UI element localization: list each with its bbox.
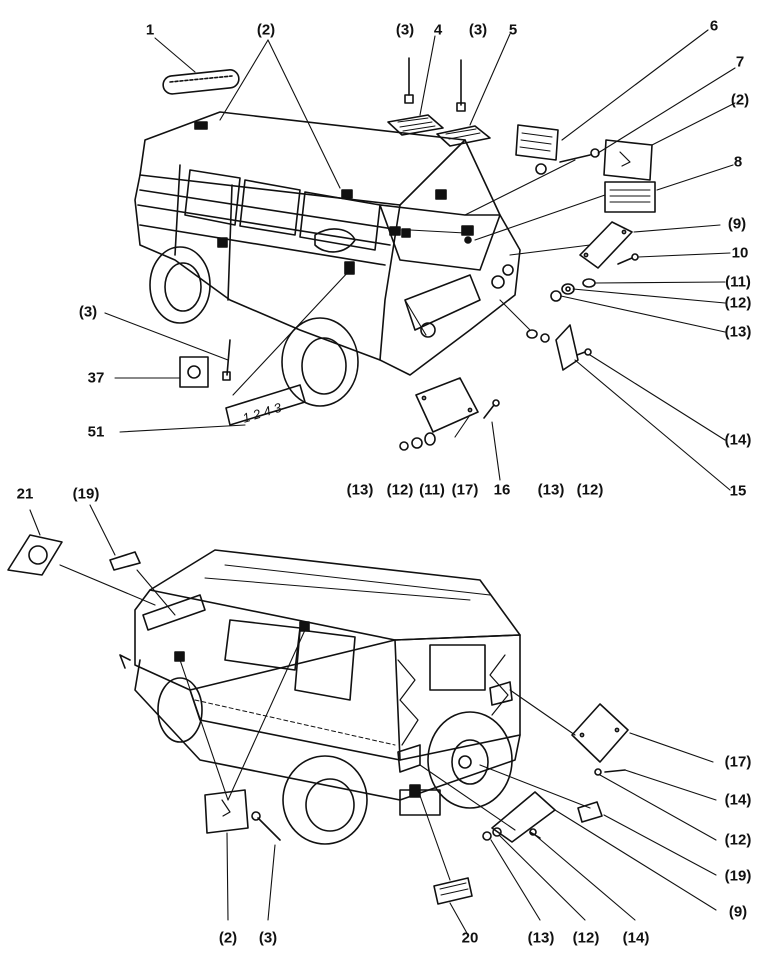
callout-13-b2: (13)	[537, 481, 565, 499]
callout-12-b2: (12)	[576, 481, 604, 499]
callout-2-c: (2)	[218, 929, 238, 947]
callout-3-c: (3)	[78, 303, 98, 321]
callout-20: 20	[461, 929, 479, 947]
callout-3-b: (3)	[468, 21, 488, 39]
callout-13-c: (13)	[527, 929, 555, 947]
callout-5: 5	[508, 21, 518, 39]
bottom-leaders	[29, 504, 717, 936]
top-vehicle	[134, 111, 521, 407]
callout-3-a: (3)	[395, 21, 415, 39]
callout-13-b1: (13)	[346, 481, 374, 499]
callout-21: 21	[16, 485, 34, 503]
callout-17-c: (17)	[724, 753, 752, 771]
callout-12-b1: (12)	[386, 481, 414, 499]
callout-1: 1	[145, 21, 155, 39]
number-plate-text: 1 2 4 3	[241, 400, 284, 426]
bottom-parts	[7, 534, 629, 905]
callout-2-a: (2)	[256, 21, 276, 39]
callout-14-c: (14)	[724, 791, 752, 809]
top-leaders	[104, 29, 736, 491]
callout-3-d: (3)	[258, 929, 278, 947]
callout-12: (12)	[724, 294, 752, 312]
callout-8: 8	[733, 153, 743, 171]
callout-6: 6	[709, 17, 719, 35]
callout-37: 37	[87, 369, 105, 387]
callout-11: (11)	[725, 273, 751, 291]
callout-19-a: (19)	[72, 485, 100, 503]
callout-13: (13)	[724, 323, 752, 341]
callout-9: (9)	[727, 215, 747, 233]
callout-11-b1: (11)	[419, 481, 445, 499]
callout-15: 15	[729, 482, 747, 500]
callout-12-d: (12)	[572, 929, 600, 947]
callout-4: 4	[433, 21, 443, 39]
callout-12-c: (12)	[724, 831, 752, 849]
callout-14-d: (14)	[622, 929, 650, 947]
bottom-vehicle	[119, 549, 521, 845]
callout-19-b: (19)	[724, 867, 752, 885]
callout-9-c: (9)	[728, 903, 748, 921]
callout-14: (14)	[724, 431, 752, 449]
callout-2-b: (2)	[730, 91, 750, 109]
callout-7: 7	[735, 53, 745, 71]
callout-16: 16	[493, 481, 511, 499]
callout-17-b1: (17)	[451, 481, 479, 499]
top-parts: 1 2 4 3	[162, 57, 656, 451]
callout-51: 51	[87, 423, 105, 441]
callout-10: 10	[731, 244, 749, 262]
